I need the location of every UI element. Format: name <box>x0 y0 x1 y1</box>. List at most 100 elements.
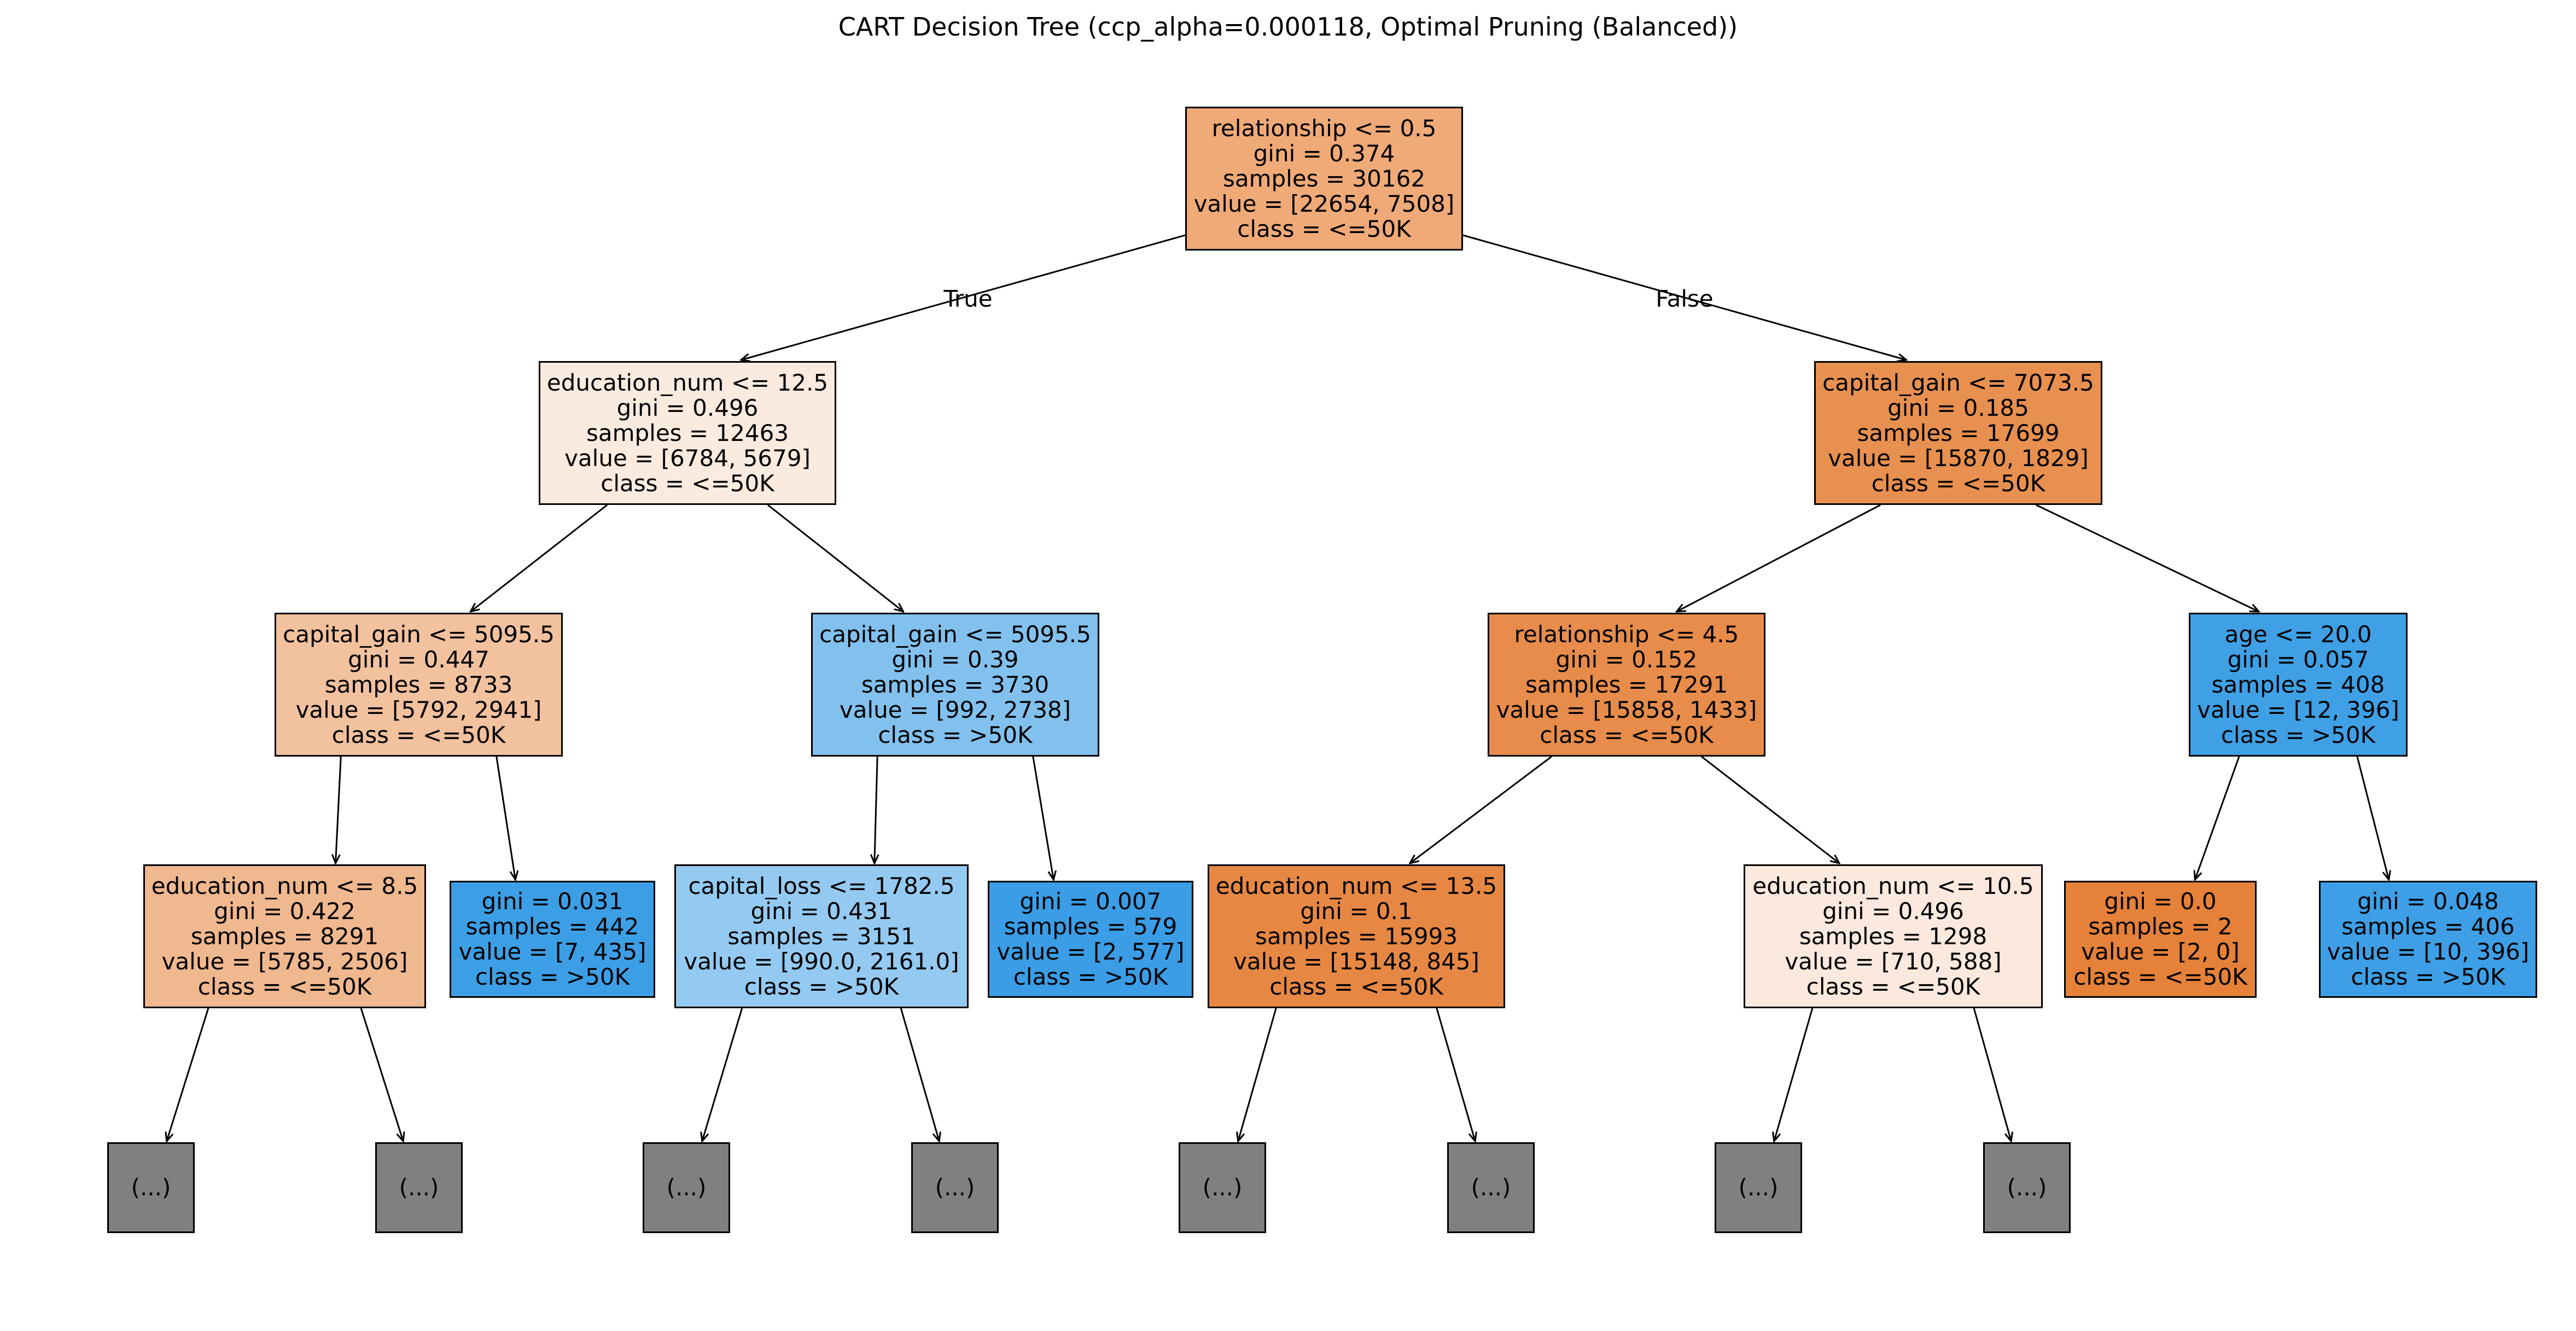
node-line: (...) <box>131 1174 171 1201</box>
node-line: gini = 0.031 <box>481 888 623 915</box>
node-line: gini = 0.447 <box>348 646 489 673</box>
truncated-subtree-node: (...) <box>911 1142 999 1233</box>
truncated-subtree-node: (...) <box>643 1142 730 1233</box>
node-line: value = [7, 435] <box>458 938 646 965</box>
node-line: class = >50K <box>878 721 1033 748</box>
edge-root-n1 <box>741 234 1186 360</box>
edge-n3-n8 <box>496 756 516 880</box>
node-line: value = [15870, 1829] <box>1828 444 2089 472</box>
node-line: education_num <= 13.5 <box>1215 872 1497 899</box>
node-line: relationship <= 0.5 <box>1211 114 1437 142</box>
node-line: samples = 1298 <box>1799 922 1988 950</box>
node-line: samples = 579 <box>1004 913 1178 940</box>
node-line: samples = 2 <box>2088 913 2233 940</box>
node-line: gini = 0.007 <box>1019 888 1162 915</box>
edge-n4-n10 <box>1032 756 1054 880</box>
node-line: age <= 20.0 <box>2224 620 2372 648</box>
edge-n6-n14 <box>2356 756 2389 880</box>
node-line: (...) <box>1202 1174 1243 1201</box>
node-line: class = <=50K <box>1871 469 2045 497</box>
node-line: value = [2, 0] <box>2081 938 2240 965</box>
node-line: samples = 408 <box>2211 671 2385 698</box>
edge-n1-n4 <box>767 504 904 612</box>
node-line: capital_gain <= 7073.5 <box>1822 369 2094 396</box>
node-line: gini = 0.496 <box>1822 897 1964 925</box>
edge-n9-t4 <box>900 1008 939 1141</box>
truncated-subtree-node: (...) <box>1447 1142 1535 1233</box>
node-line: samples = 3730 <box>861 671 1050 698</box>
node-line: value = [710, 588] <box>1785 948 2002 975</box>
node-line: class = >50K <box>1013 963 1168 990</box>
node-line: class = >50K <box>2221 721 2376 748</box>
node-line: value = [15858, 1433] <box>1496 696 1757 723</box>
edge-n2-n5 <box>1676 504 1881 612</box>
node-line: samples = 8733 <box>324 671 513 698</box>
node-line: value = [990.0, 2161.0] <box>684 948 959 975</box>
edge-label-true: True <box>943 285 993 312</box>
node-line: samples = 30162 <box>1222 165 1426 192</box>
node-line: capital_loss <= 1782.5 <box>688 872 955 899</box>
node-line: samples = 8291 <box>190 922 379 950</box>
node-line: gini = 0.152 <box>1555 646 1698 673</box>
node-line: gini = 0.0 <box>2104 888 2217 915</box>
node-line: value = [6784, 5679] <box>564 444 811 472</box>
node-line: value = [992, 2738] <box>839 696 1071 723</box>
node-line: samples = 3151 <box>727 922 916 950</box>
edge-n5-n12 <box>1701 755 1839 863</box>
truncated-subtree-node: (...) <box>375 1142 463 1233</box>
node-line: samples = 406 <box>2341 913 2515 940</box>
node-line: gini = 0.048 <box>2357 888 2499 915</box>
node-line: samples = 15993 <box>1255 922 1458 950</box>
node-line: (...) <box>666 1174 707 1201</box>
edge-n1-n3 <box>470 504 608 612</box>
node-line: education_num <= 12.5 <box>546 369 829 396</box>
node-line: class = <=50K <box>1806 973 1980 1000</box>
node-line: (...) <box>2007 1174 2047 1201</box>
edge-n9-t3 <box>702 1008 743 1141</box>
node-line: class = <=50K <box>601 469 774 497</box>
node-line: class = >50K <box>475 963 630 990</box>
truncated-subtree-node: (...) <box>1179 1142 1266 1233</box>
node-line: samples = 17699 <box>1857 419 2060 446</box>
node-line: gini = 0.422 <box>214 897 355 925</box>
node-line: gini = 0.431 <box>750 897 893 925</box>
node-line: value = [5792, 2941] <box>295 696 542 723</box>
node-line: value = [10, 396] <box>2327 938 2530 965</box>
node-line: gini = 0.496 <box>616 394 759 421</box>
node-line: (...) <box>935 1174 975 1201</box>
truncated-subtree-node: (...) <box>107 1142 195 1233</box>
node-line: capital_gain <= 5095.5 <box>819 620 1091 648</box>
node-line: education_num <= 8.5 <box>151 872 418 899</box>
edge-root-n2 <box>1462 234 1907 360</box>
truncated-subtree-node: (...) <box>1715 1142 1802 1233</box>
edge-n5-n11 <box>1410 755 1552 863</box>
edge-n11-t5 <box>1238 1008 1277 1141</box>
node-line: value = [12, 396] <box>2197 696 2399 723</box>
edge-n6-n13 <box>2195 756 2240 880</box>
node-line: capital_gain <= 5095.5 <box>283 620 555 648</box>
node-line: value = [15148, 845] <box>1233 948 1479 975</box>
node-line: samples = 442 <box>465 913 639 940</box>
node-line: class = <=50K <box>1269 973 1443 1000</box>
edge-n3-n7 <box>336 756 342 863</box>
edge-n7-t2 <box>360 1008 403 1141</box>
edge-n12-t7 <box>1774 1008 1814 1141</box>
node-line: value = [22654, 7508] <box>1193 190 1455 217</box>
edge-n7-t1 <box>167 1008 209 1141</box>
node-line: gini = 0.057 <box>2227 646 2369 673</box>
node-line: class = <=50K <box>331 721 506 748</box>
node-line: education_num <= 10.5 <box>1752 872 2034 899</box>
node-line: gini = 0.185 <box>1887 394 2029 421</box>
